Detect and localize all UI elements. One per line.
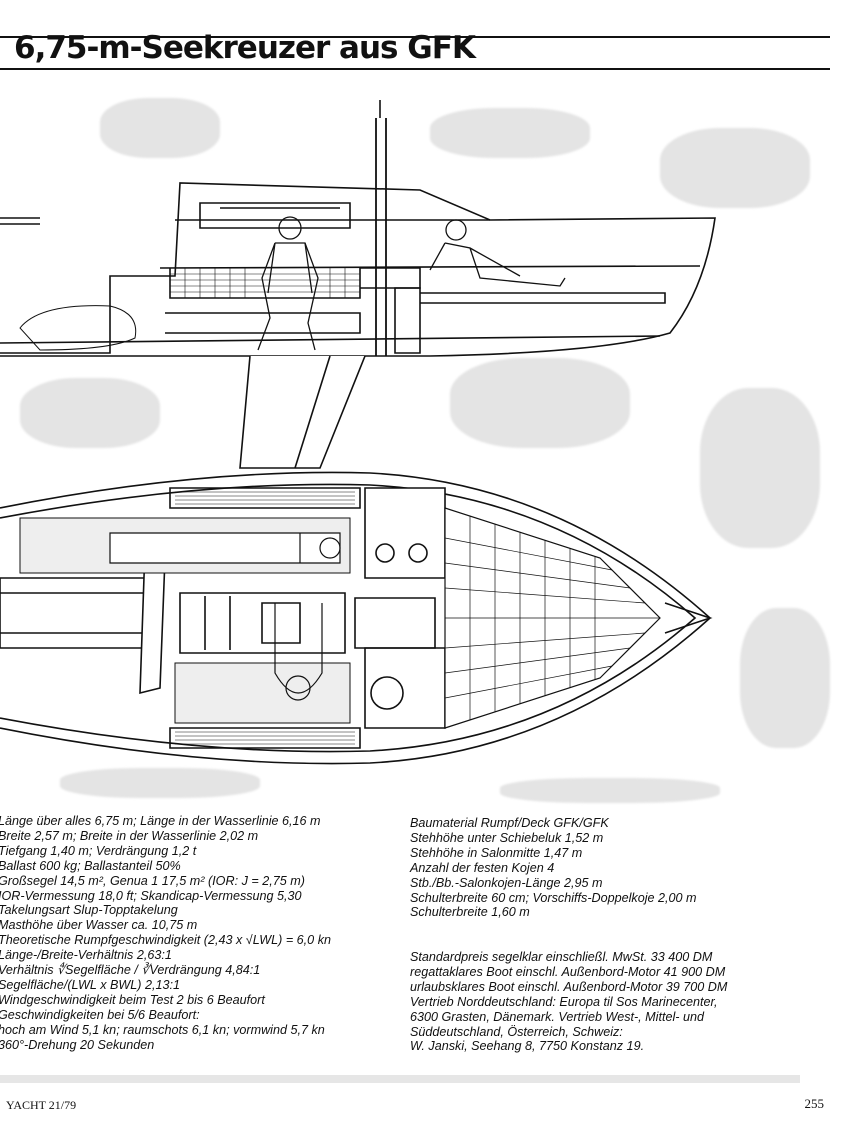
spec-line: Breite 2,57 m; Breite in der Wasserlinie… bbox=[0, 828, 259, 843]
mast bbox=[375, 118, 387, 356]
burner-right bbox=[408, 543, 428, 563]
sleeping-person-plan bbox=[109, 532, 341, 564]
price-line: Standardpreis segelklar einschließl. MwS… bbox=[410, 950, 713, 964]
price-line: W. Janski, Seehang 8, 7750 Konstanz 19. bbox=[410, 1039, 645, 1054]
galley-stove bbox=[364, 487, 446, 579]
scan-noise bbox=[0, 1075, 800, 1083]
price-line: 6300 Grasten, Dänemark. Vertrieb West-, … bbox=[410, 1009, 704, 1024]
spec-line: Stb./Bb.-Salonkojen-Länge 2,95 m bbox=[410, 875, 603, 890]
sink bbox=[370, 676, 404, 710]
burner-left bbox=[375, 543, 395, 563]
spec-line: hoch am Wind 5,1 kn; raumschots 6,1 kn; … bbox=[0, 1022, 325, 1037]
spec-line: Theoretische Rumpfgeschwindigkeit (2,43 … bbox=[0, 933, 331, 948]
seated-person-plan bbox=[274, 603, 323, 701]
spec-line: Windgeschwindigkeit beim Test 2 bis 6 Be… bbox=[0, 992, 265, 1007]
price-line: urlaubsklares Boot einschl. Außenbord-Mo… bbox=[410, 979, 728, 994]
spec-line: Geschwindigkeiten bei 5/6 Beaufort: bbox=[0, 1007, 200, 1022]
spec-line: Länge über alles 6,75 m; Länge in der Wa… bbox=[0, 814, 321, 828]
spec-line: Ballast 600 kg; Ballastanteil 50% bbox=[0, 858, 181, 873]
title-bottom-rule bbox=[0, 68, 830, 70]
spec-line: Segelfläche/(LWL x BWL) 2,13:1 bbox=[0, 977, 181, 992]
price-and-distribution: Standardpreis segelklar einschließl. MwS… bbox=[410, 950, 727, 1054]
price-line: Süddeutschland, Österreich, Schweiz: bbox=[410, 1024, 623, 1039]
spec-line: IOR-Vermessung 18,0 ft; Skandicap-Vermes… bbox=[0, 888, 302, 903]
spec-line: Verhältnis ∜Segelfläche / ∛Verdrängung 4… bbox=[0, 963, 261, 978]
spec-line: Anzahl der festen Kojen 4 bbox=[410, 860, 555, 875]
spec-line: Tiefgang 1,40 m; Verdrängung 1,2 t bbox=[0, 843, 197, 858]
vee-berth-grid bbox=[444, 507, 661, 729]
reclining-person bbox=[429, 219, 566, 287]
spec-line: Masthöhe über Wasser ca. 10,75 m bbox=[0, 918, 198, 933]
spec-line: Baumaterial Rumpf/Deck GFK/GFK bbox=[410, 816, 609, 830]
side-hull bbox=[0, 182, 716, 357]
spec-line: Länge-/Breite-Verhältnis 2,63:1 bbox=[0, 948, 172, 963]
spec-line: 360°-Drehung 20 Sekunden bbox=[0, 1037, 155, 1052]
footer-page-number: 255 bbox=[804, 1096, 825, 1111]
boat-illustration bbox=[0, 88, 830, 808]
price-line: Vertrieb Norddeutschland: Europa til Sos… bbox=[410, 994, 718, 1009]
spec-line: Großsegel 14,5 m², Genua 1 17,5 m² (IOR:… bbox=[0, 873, 305, 888]
spec-line: Schulterbreite 1,60 m bbox=[410, 905, 530, 920]
specs-right-column: Baumaterial Rumpf/Deck GFK/GFK Stehhöhe … bbox=[410, 816, 697, 920]
spec-line: Stehhöhe in Salonmitte 1,47 m bbox=[410, 845, 583, 860]
footer-magazine-issue: YACHT 21/79 bbox=[6, 1098, 77, 1112]
saloon-bunk-starboard bbox=[174, 662, 351, 724]
seated-person bbox=[257, 216, 319, 351]
page-title: 6,75-m-Seekreuzer aus GFK bbox=[14, 30, 476, 66]
spec-line: Schulterbreite 60 cm; Vorschiffs-Doppelk… bbox=[410, 890, 697, 905]
coachroof bbox=[199, 202, 351, 229]
title-top-rule bbox=[0, 36, 830, 38]
spec-line: Stehhöhe unter Schiebeluk 1,52 m bbox=[410, 830, 604, 845]
specs-left-column: Länge über alles 6,75 m; Länge in der Wa… bbox=[0, 814, 378, 1053]
boat-line-drawing bbox=[0, 100, 716, 765]
sleeping-bag-side bbox=[19, 305, 137, 351]
keel bbox=[239, 355, 366, 469]
scan-noise bbox=[380, 812, 408, 1062]
spec-line: Takelungsart Slup-Topptakelung bbox=[0, 903, 178, 918]
price-line: regattaklares Boot einschl. Außenbord-Mo… bbox=[410, 964, 726, 979]
